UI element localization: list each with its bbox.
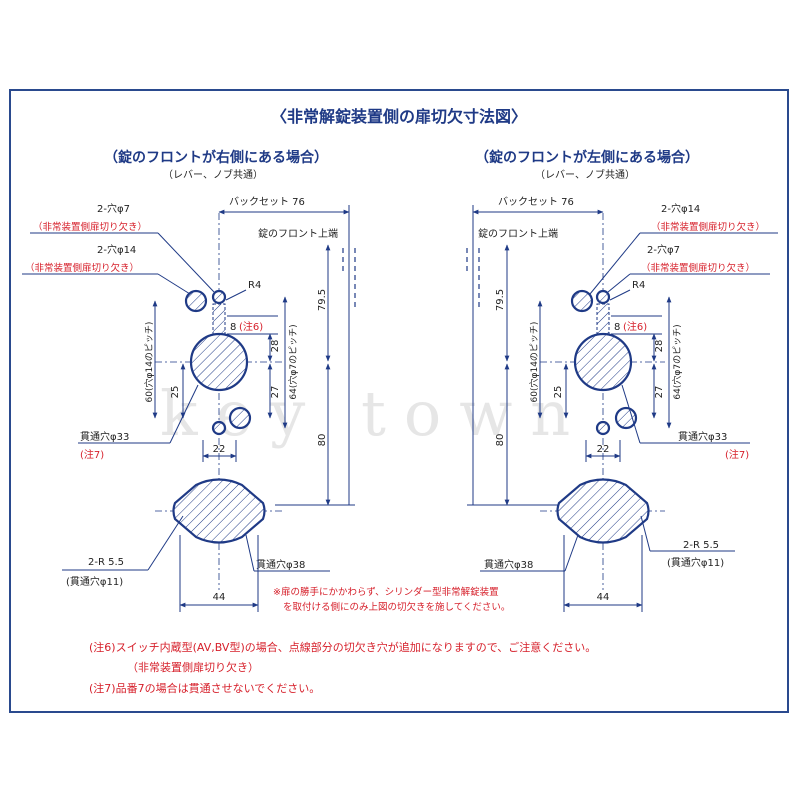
left-thru-hole-33 [189, 332, 249, 392]
right-r55-leader [640, 515, 651, 552]
right-front-end-label: 錠のフロント上端 [478, 227, 558, 240]
left-r4-label: R4 [248, 280, 261, 291]
right-thru38-label: 貫通穴φ38 [484, 558, 533, 571]
right-heading: （錠のフロントが左側にある場合） [475, 149, 699, 166]
center-note-line-2: を取付ける側にのみ上図の切欠きを施してください。 [283, 601, 510, 613]
right-r4-label: R4 [632, 280, 645, 291]
left-switch-slot [212, 303, 226, 341]
left-27-label: 27 [270, 386, 281, 399]
note6-subtext: （非常装置側扉切り欠き） [127, 660, 259, 674]
left-44-label: 44 [213, 592, 226, 603]
right-hole7-label: 2-穴φ7 [647, 243, 680, 256]
right-r4-leader [609, 289, 631, 301]
left-heading: （錠のフロントが右側にある場合） [104, 149, 328, 166]
left-hole7-leader [157, 232, 215, 293]
right-thru38-leader [564, 534, 579, 572]
left-thru38-label: 貫通穴φ38 [256, 558, 305, 571]
left-backset-label: バックセット 76 [229, 196, 305, 208]
left-hole-7-top [211, 289, 227, 305]
left-thru11-label: (貫通穴φ11) [66, 575, 123, 588]
left-64-label: 64(穴φ7のピッチ) [287, 324, 299, 399]
right-r55-label: 2-R 5.5 [683, 540, 719, 551]
right-hole-14-bottom [614, 406, 638, 430]
left-thru33-leader [169, 384, 199, 444]
left-79-5-label: 79.5 [317, 289, 328, 311]
right-44-label: 44 [597, 592, 610, 603]
drawing-title: 〈非常解錠装置側の扉切欠寸法図〉 [271, 107, 527, 126]
left-28-label: 28 [270, 340, 281, 353]
right-note7-tag: (注7) [725, 448, 749, 461]
right-thru33-leader [621, 384, 641, 444]
left-25-label: 25 [170, 386, 181, 399]
left-front-end-label: 錠のフロント上端 [258, 227, 338, 240]
left-r4-leader [225, 289, 247, 301]
left-r55-label: 2-R 5.5 [88, 557, 124, 568]
right-thru-hole-33 [573, 332, 633, 392]
left-diagram: （錠のフロントが右側にある場合） （レバー、ノブ共通） バックセット 76 錠の… [22, 149, 356, 612]
note6-text: (注6)スイッチ内蔵型(AV,BV型)の場合、点線部分の切欠き穴が追加になります… [89, 640, 596, 654]
right-hole-7-bottom [595, 420, 611, 436]
left-note6-tag: (注6) [239, 320, 263, 333]
right-hole7-leader [607, 273, 631, 293]
right-backset-label: バックセット 76 [498, 196, 574, 208]
left-hole14-leader [157, 273, 191, 295]
left-hole-7-bottom [211, 420, 227, 436]
right-28-label: 28 [654, 340, 665, 353]
left-22-label: 22 [213, 444, 226, 455]
left-subheading: （レバー、ノブ共通） [163, 168, 263, 181]
right-thru-hole-38 [556, 478, 650, 544]
right-25-label: 25 [553, 386, 564, 399]
right-hole7-note: （非常装置側扉切り欠き） [641, 262, 755, 274]
right-79-5-label: 79.5 [495, 289, 506, 311]
right-thru11-label: (貫通穴φ11) [667, 556, 724, 569]
right-27-label: 27 [654, 386, 665, 399]
left-hole7-label: 2-穴φ7 [97, 202, 130, 215]
right-hole14-leader [589, 232, 641, 295]
right-note6-tag: (注6) [623, 320, 647, 333]
drawing-frame [9, 89, 789, 713]
left-hole7-note: （非常装置側扉切り欠き） [33, 221, 147, 233]
right-hole-14-top [570, 289, 594, 313]
right-8-label: 8 [614, 322, 620, 333]
left-hole14-note: （非常装置側扉切り欠き） [25, 262, 139, 274]
right-64-label: 64(穴φ7のピッチ) [671, 324, 683, 399]
left-thru38-leader [245, 534, 255, 572]
right-thru33-label: 貫通穴φ33 [678, 430, 727, 443]
right-60-label: 60(穴φ14のピッチ) [528, 322, 540, 403]
left-hole14-label: 2-穴φ14 [97, 243, 136, 256]
left-hole-14-bottom [228, 406, 252, 430]
right-hole14-label: 2-穴φ14 [661, 202, 700, 215]
note7-text: (注7)品番7の場合は貫通させないでください。 [89, 681, 320, 695]
left-8-label: 8 [230, 322, 236, 333]
right-diagram: （錠のフロントが左側にある場合） （レバー、ノブ共通） バックセット 76 錠の… [466, 149, 778, 612]
left-r55-leader [147, 515, 184, 571]
left-80-label: 80 [317, 434, 328, 447]
right-hole-7-top [595, 289, 611, 305]
right-hole14-note: （非常装置側扉切り欠き） [651, 221, 765, 233]
left-thru-hole-38 [172, 478, 266, 544]
left-note7-tag: (注7) [80, 448, 104, 461]
right-22-label: 22 [597, 444, 610, 455]
right-80-label: 80 [495, 434, 506, 447]
center-note-line-1: ※扉の勝手にかかわらず、シリンダー型非常解錠装置 [273, 586, 499, 598]
right-subheading: （レバー、ノブ共通） [535, 168, 635, 181]
left-hole-14-top [184, 289, 208, 313]
left-60-label: 60(穴φ14のピッチ) [143, 322, 155, 403]
right-switch-slot [596, 303, 610, 341]
left-thru33-label: 貫通穴φ33 [80, 430, 129, 443]
